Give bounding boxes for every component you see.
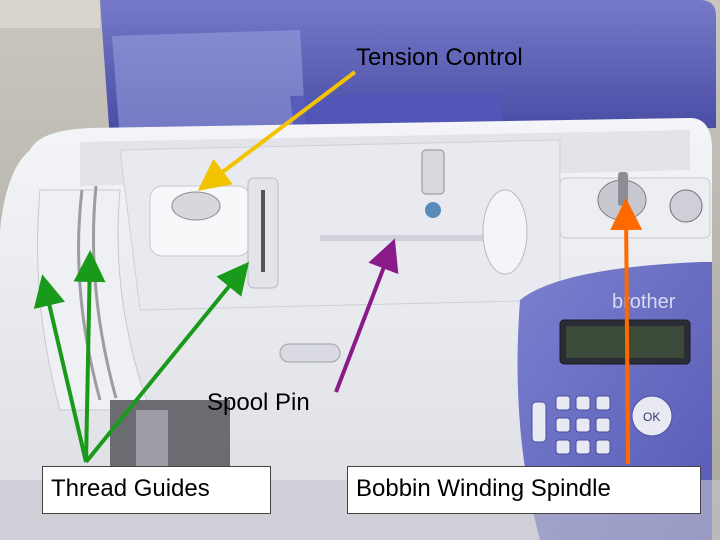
ok-button-text: OK: [643, 410, 660, 424]
brand-logo: brother: [612, 291, 676, 313]
bobbin-spindle-arrow: [610, 198, 643, 465]
thread-guide-post: [421, 149, 445, 195]
bobbin-winding-spindle-label: Bobbin Winding Spindle: [347, 466, 701, 514]
thread-guide-arrow-2: [73, 250, 106, 463]
bobbin-stopper: [669, 189, 703, 223]
keypad: [531, 395, 611, 455]
tension-control-label: Tension Control: [356, 44, 523, 71]
tension-dial: [171, 191, 221, 221]
tension-control-arrow: [197, 70, 357, 191]
ok-button-ring: [631, 395, 673, 437]
thread-guide-arrow-3: [84, 261, 250, 464]
thread-guide-arrow-1: [33, 274, 88, 463]
start-stop-button: [279, 343, 341, 363]
spool-pin-arrow: [334, 238, 399, 393]
guide-screw: [425, 202, 441, 218]
bobbin-spindle: [618, 172, 628, 206]
wall-outlet: [0, 0, 100, 28]
thread-slot-1: [77, 189, 102, 401]
presser-foot: [136, 410, 168, 470]
spool-cap: [482, 189, 528, 275]
thread-slot-2: [92, 185, 118, 399]
thread-guides-label: Thread Guides: [42, 466, 271, 514]
spool-pin-label: Spool Pin: [207, 389, 310, 416]
lid-reflection: [112, 30, 306, 140]
